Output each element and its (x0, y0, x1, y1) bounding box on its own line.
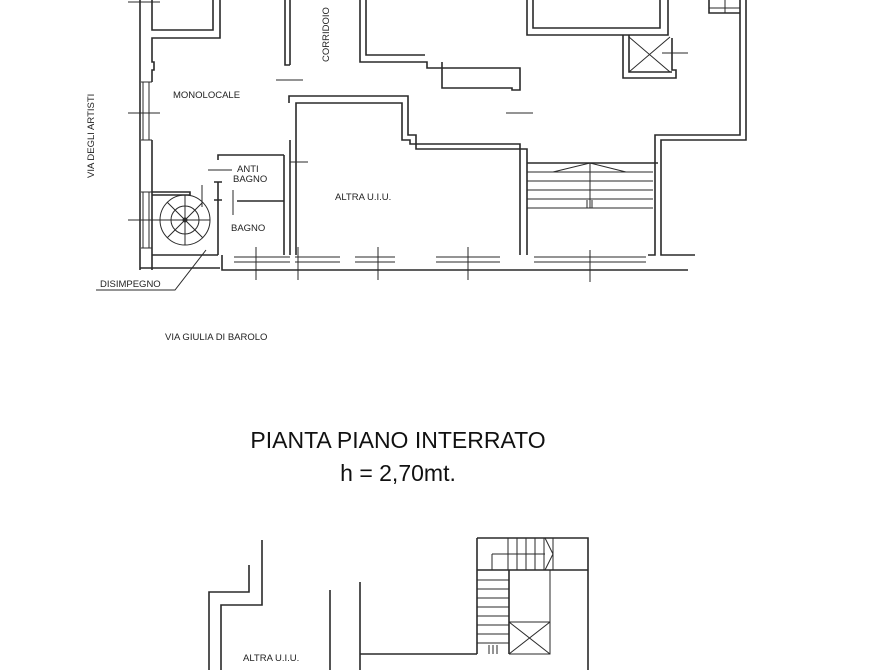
room-label-corridoio: CORRIDOIO (321, 7, 332, 62)
spiral-staircase (128, 185, 211, 246)
room-label-bagno: BAGNO (231, 223, 266, 234)
disimpegno-leader-line (96, 249, 207, 291)
room-label-altra-uiu-upper: ALTRA U.I.U. (335, 192, 392, 203)
section-height: h = 2,70mt. (340, 460, 456, 486)
room-label-anti-bagno-1: ANTI (237, 164, 259, 175)
lower-plan-walls (208, 537, 589, 670)
street-label-via-degli-artisti: VIA DEGLI ARTISTI (86, 93, 97, 178)
room-label-altra-uiu-lower: ALTRA U.I.U. (243, 653, 300, 664)
room-label-monolocale: MONOLOCALE (173, 90, 241, 101)
upper-plan-walls (128, 0, 747, 282)
room-label-anti-bagno-2: BAGNO (233, 174, 268, 185)
room-label-disimpegno: DISIMPEGNO (100, 279, 161, 290)
street-label-via-giulia-di-barolo: VIA GIULIA DI BAROLO (165, 332, 268, 343)
section-title: PIANTA PIANO INTERRATO (250, 427, 546, 453)
